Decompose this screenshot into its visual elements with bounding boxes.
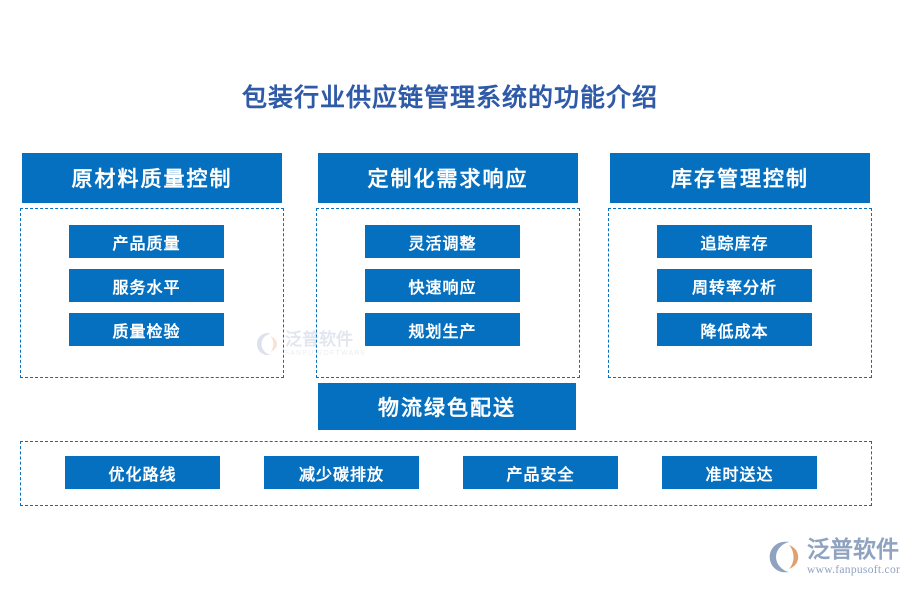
page-title: 包装行业供应链管理系统的功能介绍 — [241, 84, 658, 112]
section-group-green-logistics: 优化路线 减少碳排放 产品安全 准时送达 — [20, 441, 872, 506]
column-header-custom-demand: 定制化需求响应 — [318, 153, 578, 203]
chip-product-safety[interactable]: 产品安全 — [463, 456, 618, 489]
chip-service-level[interactable]: 服务水平 — [69, 269, 224, 302]
brand-logo: 泛普软件 www.fanpusoft.com — [768, 538, 900, 577]
column-header-inventory-control: 库存管理控制 — [610, 153, 870, 203]
chip-production-planning[interactable]: 规划生产 — [365, 313, 520, 346]
chip-flexible-adjustment[interactable]: 灵活调整 — [365, 225, 520, 258]
chip-turnover-analysis[interactable]: 周转率分析 — [657, 269, 812, 302]
column-header-raw-material: 原材料质量控制 — [22, 153, 282, 203]
brand-url: www.fanpusoft.com — [807, 564, 900, 576]
chip-on-time-delivery[interactable]: 准时送达 — [662, 456, 817, 489]
chip-product-quality[interactable]: 产品质量 — [69, 225, 224, 258]
section-header-green-logistics: 物流绿色配送 — [318, 383, 576, 430]
brand-name-cn: 泛普软件 — [807, 536, 899, 562]
chip-reduce-cost[interactable]: 降低成本 — [657, 313, 812, 346]
chip-track-inventory[interactable]: 追踪库存 — [657, 225, 812, 258]
column-group-custom-demand: 灵活调整 快速响应 规划生产 — [316, 208, 580, 378]
chip-reduce-carbon-emission[interactable]: 减少碳排放 — [264, 456, 419, 489]
brand-text: 泛普软件 www.fanpusoft.com — [807, 538, 900, 577]
fanpu-brand-icon — [769, 541, 799, 573]
chip-optimize-route[interactable]: 优化路线 — [65, 456, 220, 489]
chip-quality-inspection[interactable]: 质量检验 — [69, 313, 224, 346]
column-group-raw-material: 产品质量 服务水平 质量检验 — [20, 208, 284, 378]
chip-fast-response[interactable]: 快速响应 — [365, 269, 520, 302]
column-group-inventory-control: 追踪库存 周转率分析 降低成本 — [608, 208, 872, 378]
